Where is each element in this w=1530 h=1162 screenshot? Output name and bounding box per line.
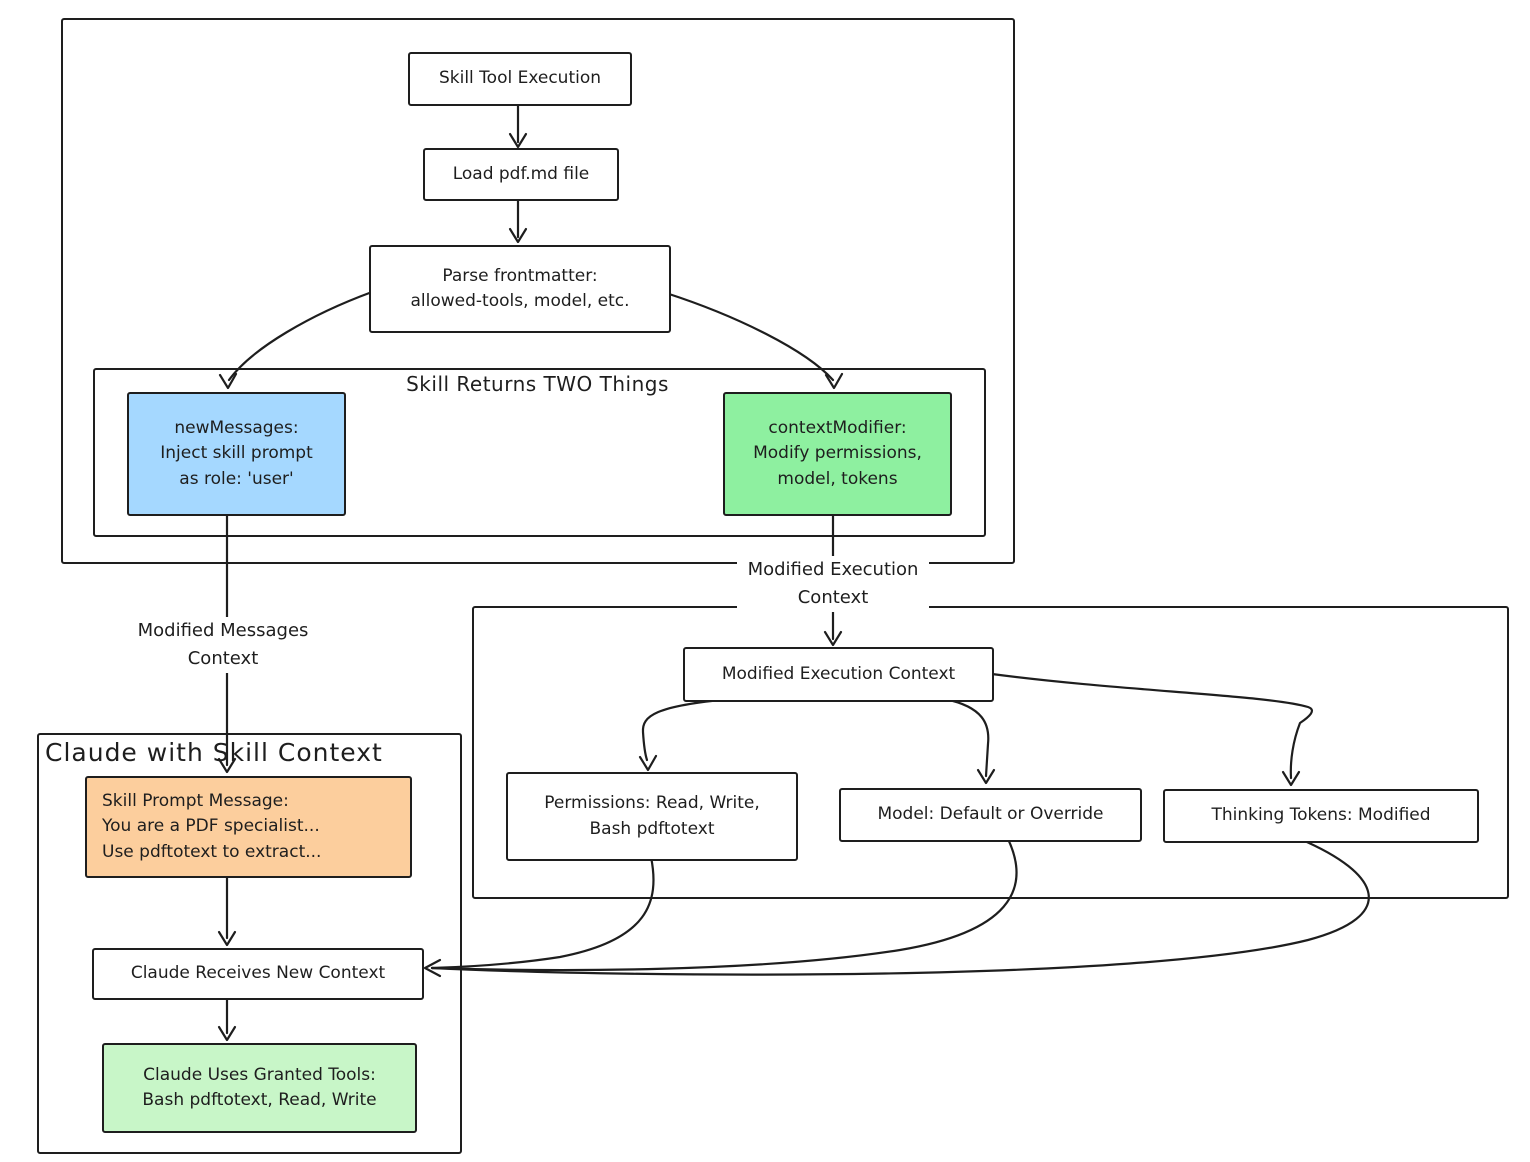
node-parse-frontmatter: Parse frontmatter: allowed-tools, model,… <box>369 245 671 333</box>
node-claude-uses-granted-tools-label: Claude Uses Granted Tools: Bash pdftotex… <box>142 1064 377 1111</box>
node-claude-receives-new-context-label: Claude Receives New Context <box>130 963 386 984</box>
node-skill-prompt-message: Skill Prompt Message: You are a PDF spec… <box>85 776 412 878</box>
arrowhead <box>823 630 843 647</box>
claude-skill-context-container-title: Claude with Skill Context <box>45 738 383 767</box>
node-load-pdf-file: Load pdf.md file <box>423 148 619 201</box>
edge-label-modified-messages-context: Modified Messages Context <box>127 617 319 673</box>
node-parse-frontmatter-label: Parse frontmatter: allowed-tools, model,… <box>410 265 630 312</box>
arrowhead <box>217 757 237 774</box>
node-new-messages-label: newMessages: Inject skill prompt as role… <box>160 417 313 489</box>
arrowhead <box>217 1025 237 1042</box>
arrowhead <box>218 372 238 390</box>
node-context-modifier: contextModifier: Modify permissions, mod… <box>723 392 952 516</box>
node-context-modifier-label: contextModifier: Modify permissions, mod… <box>753 417 922 489</box>
arrowhead <box>1281 770 1301 787</box>
arrowhead <box>824 372 844 390</box>
node-skill-tool-execution: Skill Tool Execution <box>408 52 632 106</box>
arrowhead <box>217 930 237 947</box>
node-load-pdf-file-label: Load pdf.md file <box>452 163 590 184</box>
arrow-permissions-to-receives <box>430 855 655 970</box>
arrow-mec-to-permissions <box>641 697 732 762</box>
skill-returns-container <box>93 368 986 537</box>
node-permissions: Permissions: Read, Write, Bash pdftotext <box>506 772 798 861</box>
arrowhead <box>508 227 528 244</box>
node-thinking-tokens: Thinking Tokens: Modified <box>1163 789 1479 843</box>
edge-label-modified-execution-context: Modified Execution Context <box>737 556 929 612</box>
arrow-thinking-to-receives <box>430 837 1370 976</box>
skill-tool-execution-container <box>61 18 1015 564</box>
arrow-model-to-receives <box>430 837 1018 972</box>
claude-skill-context-container <box>37 733 462 1154</box>
node-permissions-label: Permissions: Read, Write, Bash pdftotext <box>544 793 760 839</box>
node-model-label: Model: Default or Override <box>877 804 1104 825</box>
skill-returns-container-title: Skill Returns TWO Things <box>406 372 669 396</box>
node-skill-prompt-message-label: Skill Prompt Message: You are a PDF spec… <box>102 790 322 862</box>
arrowhead <box>423 958 442 978</box>
node-claude-receives-new-context: Claude Receives New Context <box>92 948 424 1000</box>
arrow-mec-to-thinking <box>990 672 1313 780</box>
node-skill-tool-execution-label: Skill Tool Execution <box>438 68 602 89</box>
node-new-messages: newMessages: Inject skill prompt as role… <box>127 392 346 516</box>
node-model: Model: Default or Override <box>839 788 1142 842</box>
arrowhead <box>508 132 528 149</box>
node-modified-execution-context-label: Modified Execution Context <box>721 663 956 684</box>
node-claude-uses-granted-tools: Claude Uses Granted Tools: Bash pdftotex… <box>102 1043 417 1133</box>
arrowhead <box>976 768 996 785</box>
arrowhead <box>638 754 658 772</box>
execution-context-container <box>472 606 1509 899</box>
node-thinking-tokens-label: Thinking Tokens: Modified <box>1211 805 1431 826</box>
node-modified-execution-context: Modified Execution Context <box>683 647 994 702</box>
